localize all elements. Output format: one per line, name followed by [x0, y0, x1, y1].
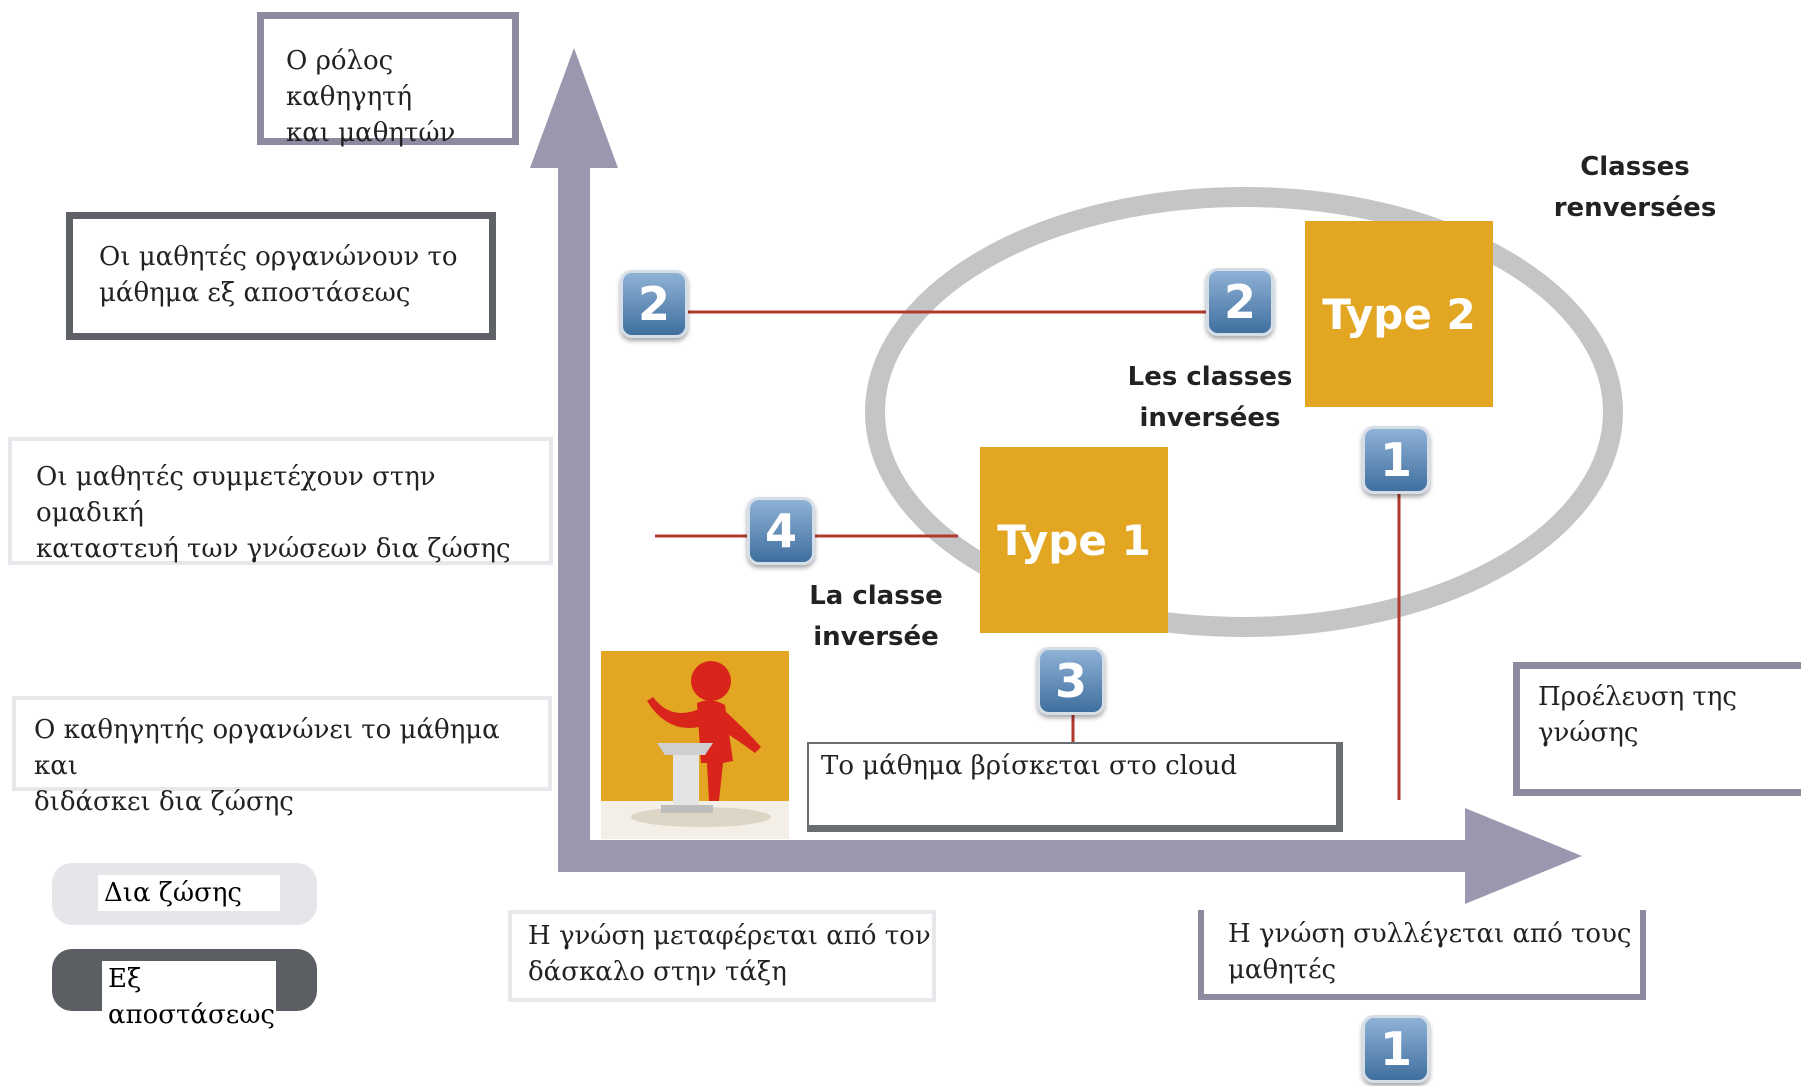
x-axis-label-box: Προέλευση της γνώσης [1513, 662, 1801, 796]
classes-renversees-label: Classes renversées [1553, 152, 1717, 223]
y-axis-shaft [558, 160, 590, 860]
cloud-text: Το μάθημα βρίσκεται στο cloud [821, 751, 1238, 781]
badge-1-bottom: 1 [1362, 1015, 1430, 1083]
badge-4: 4 [747, 497, 815, 565]
students-collect-text: Η γνώση συλλέγεται από τους μαθητές [1228, 919, 1632, 985]
remote-organize-text: Οι μαθητές οργανώνουν το μάθημα εξ αποστ… [99, 242, 458, 308]
speaker-at-podium-icon [601, 661, 789, 839]
badge-3: 3 [1037, 647, 1105, 715]
les-classes-inversees-label: Les classes inversées [1127, 362, 1293, 433]
badge-1-top: 1 [1362, 426, 1430, 494]
legend-remote: Εξ αποστάσεως [52, 949, 317, 1033]
teacher-teaches-text: Ο καθηγητής οργανώνει το μάθημα και διδά… [34, 715, 500, 817]
legend-in-person-label: Δια ζώσης [98, 875, 280, 911]
x-axis-arrowhead [1465, 808, 1582, 904]
presenter-image [601, 651, 789, 839]
y-axis-arrowhead [530, 48, 618, 168]
x-axis-label-text: Προέλευση της γνώσης [1538, 682, 1737, 748]
teacher-transfer-box: Η γνώση μεταφέρεται από τον δάσκαλο στην… [508, 910, 936, 1002]
y-axis-label-box: Ο ρόλος καθηγητή και μαθητών [257, 12, 519, 148]
remote-organize-box: Οι μαθητές οργανώνουν το μάθημα εξ αποστ… [66, 212, 496, 340]
badge-2-left: 2 [620, 270, 688, 338]
cloud-box: Το μάθημα βρίσκεται στο cloud [807, 742, 1343, 832]
legend-in-person: Δια ζώσης [52, 863, 317, 925]
x-axis-shaft [558, 840, 1478, 872]
group-build-box: Οι μαθητές συμμετέχουν στην ομαδική κατα… [8, 437, 553, 565]
teacher-transfer-text: Η γνώση μεταφέρεται από τον δάσκαλο στην… [528, 921, 931, 987]
la-classe-inversee-label: La classe inversée [809, 581, 943, 652]
teacher-teaches-box: Ο καθηγητής οργανώνει το μάθημα και διδά… [12, 696, 552, 817]
badge-2-right: 2 [1206, 268, 1274, 336]
students-collect-box: Η γνώση συλλέγεται από τους μαθητές [1198, 910, 1646, 1000]
classes-ellipse [865, 187, 1623, 637]
group-build-text: Οι μαθητές συμμετέχουν στην ομαδική κατα… [36, 462, 511, 564]
y-axis-label-text: Ο ρόλος καθηγητή και μαθητών [286, 46, 456, 148]
type-1-box: Type 1 [980, 447, 1168, 633]
legend-remote-label: Εξ αποστάσεως [102, 961, 276, 1033]
type-2-box: Type 2 [1305, 221, 1493, 407]
